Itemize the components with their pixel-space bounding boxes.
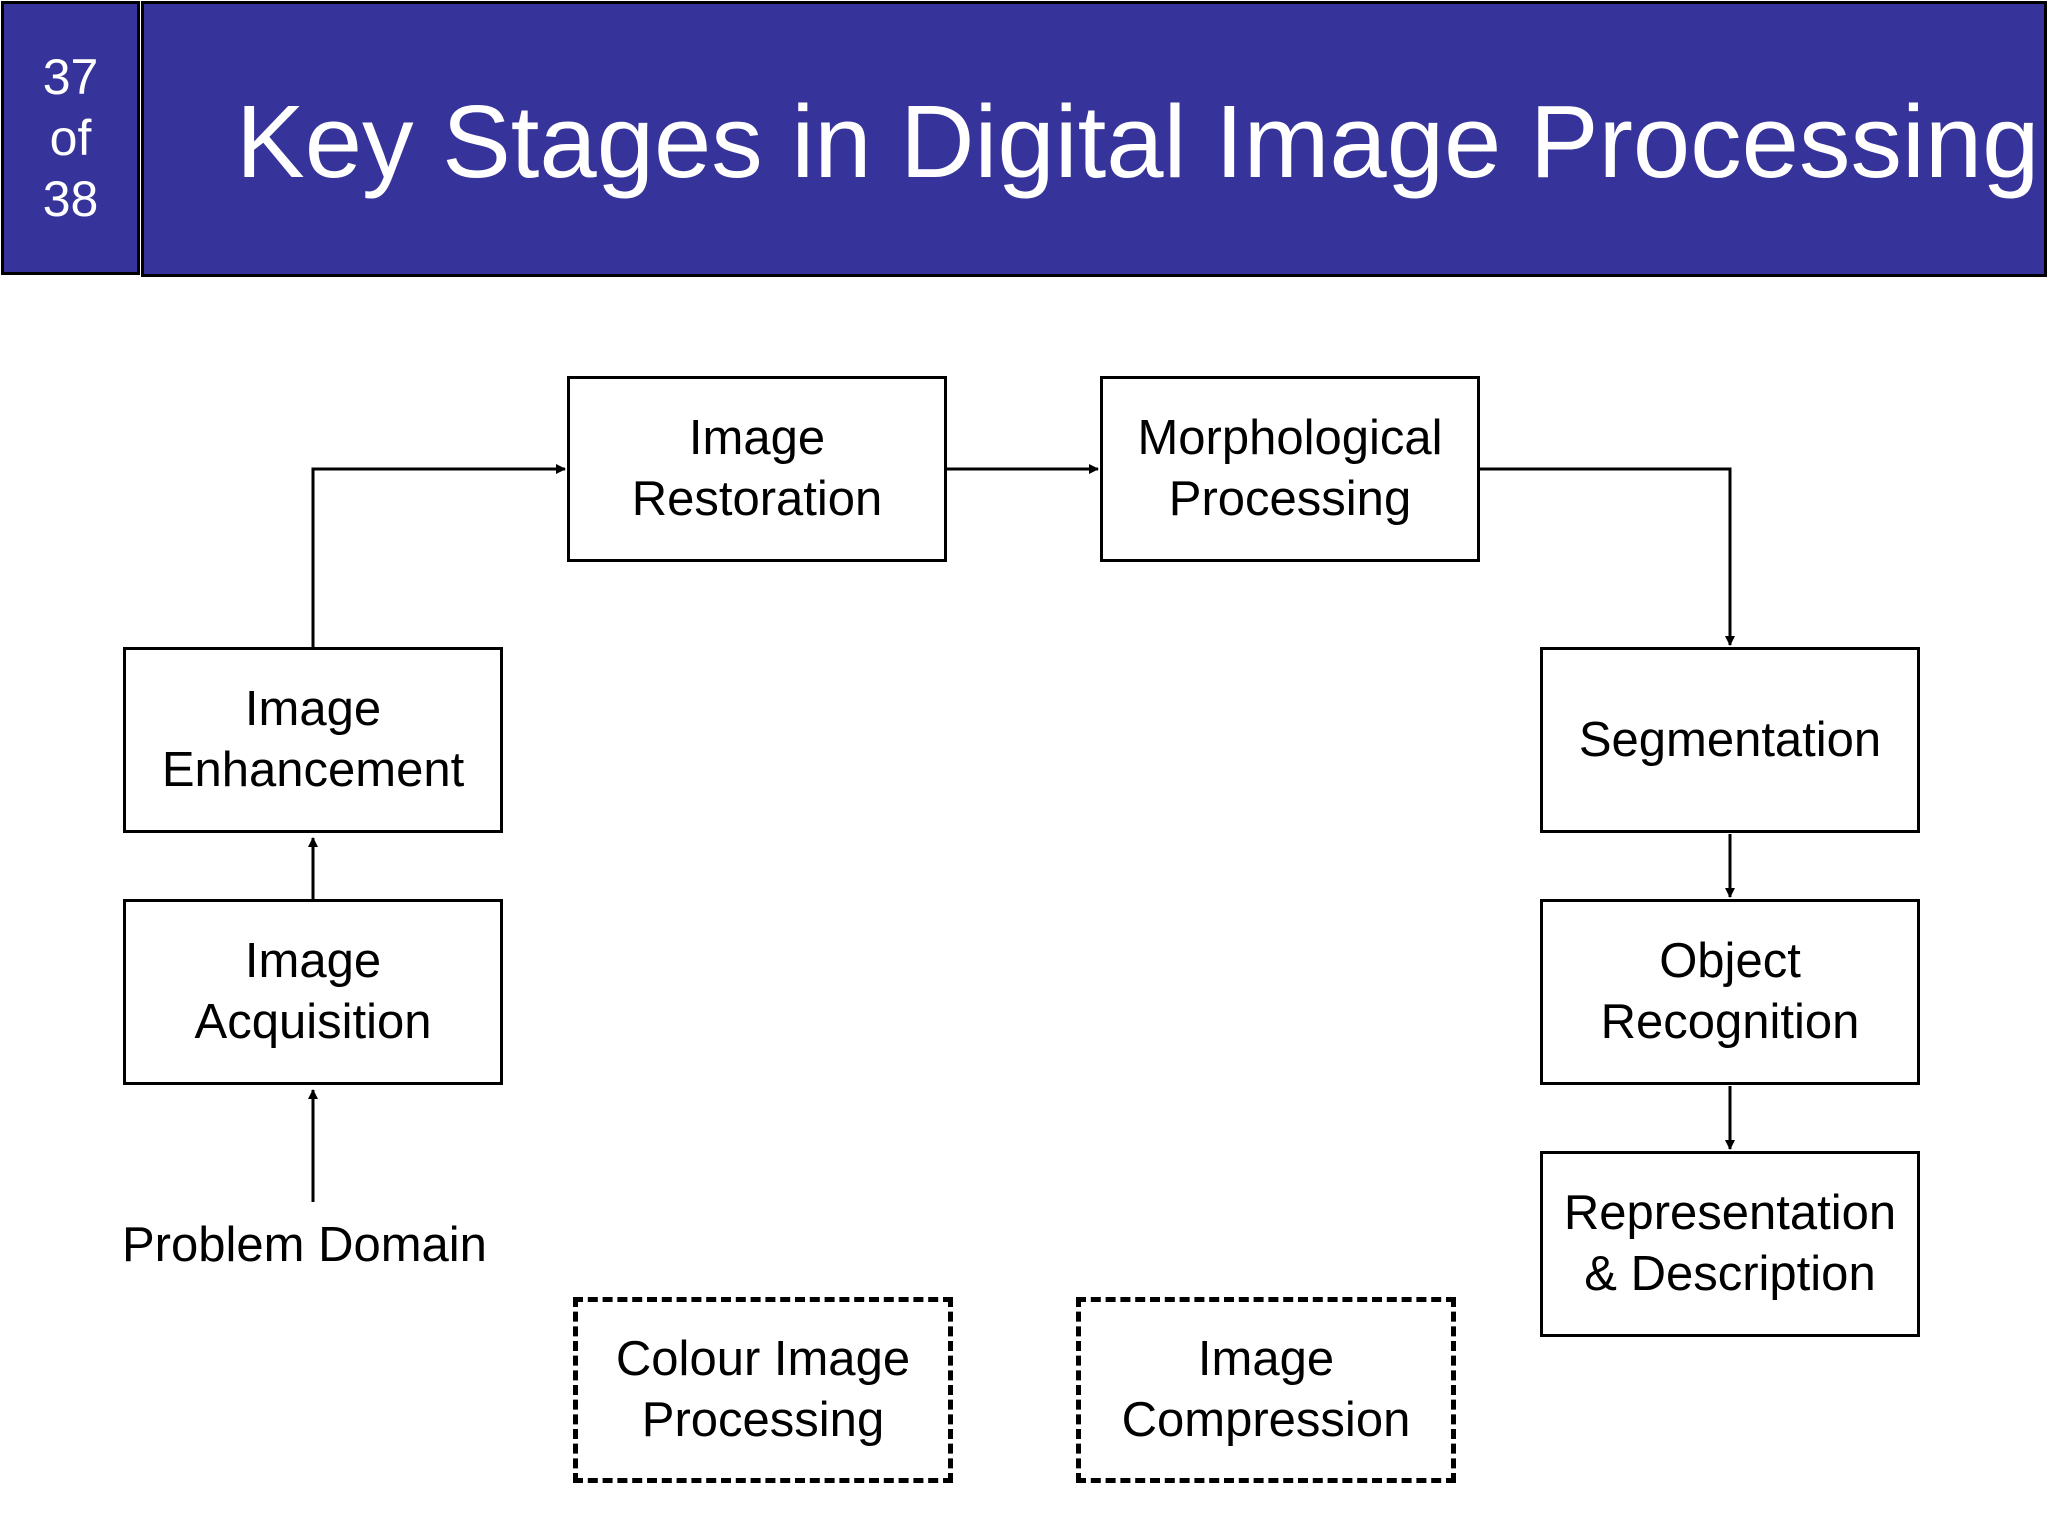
stage-label-line2: Acquisition <box>194 995 432 1049</box>
stage-label-line1: Image <box>244 682 382 736</box>
stage-image-compression: Image Compression <box>1076 1297 1456 1483</box>
stage-label-line1: Segmentation <box>1578 712 1882 767</box>
stage-image-restoration: Image Restoration <box>567 376 947 562</box>
slide-counter: 37 of 38 <box>1 1 140 275</box>
stage-label-line2: Processing <box>1168 472 1412 526</box>
stage-label-line1: Image <box>688 411 826 465</box>
stage-label-line1: Object <box>1659 934 1801 988</box>
arrow-enhancement-to-restoration <box>311 464 566 647</box>
stage-label-line1: Colour Image <box>615 1332 911 1386</box>
stage-label-line2: Recognition <box>1600 995 1860 1049</box>
stage-label-line2: Enhancement <box>161 743 465 797</box>
stage-label-line1: Representation <box>1563 1186 1897 1240</box>
stage-label-line1: Image <box>244 934 382 988</box>
stage-label-line1: Image <box>1197 1332 1335 1386</box>
stage-morphological-processing: Morphological Processing <box>1100 376 1480 562</box>
slide-of-label: of <box>49 109 92 166</box>
stage-image-enhancement: Image Enhancement <box>123 647 503 833</box>
stage-label-line1: Morphological <box>1137 411 1443 465</box>
stage-image-acquisition: Image Acquisition <box>123 899 503 1085</box>
stage-label-line2: Compression <box>1121 1393 1411 1447</box>
stage-object-recognition: Object Recognition <box>1540 899 1920 1085</box>
stage-colour-image-processing: Colour Image Processing <box>573 1297 953 1483</box>
problem-domain-label: Problem Domain <box>122 1218 487 1272</box>
stage-label-line2: Restoration <box>631 472 883 526</box>
slide-number: 37 <box>42 48 99 105</box>
stage-segmentation: Segmentation <box>1540 647 1920 833</box>
slide-total: 38 <box>42 170 99 227</box>
stage-label-line2: Processing <box>641 1393 885 1447</box>
stage-representation-description: Representation & Description <box>1540 1151 1920 1337</box>
title-bar: Key Stages in Digital Image Processing <box>141 1 2047 277</box>
arrow-morphological-to-segmentation <box>1480 467 1735 646</box>
page-title: Key Stages in Digital Image Processing <box>236 84 2040 199</box>
stage-label-line2: & Description <box>1584 1247 1876 1301</box>
